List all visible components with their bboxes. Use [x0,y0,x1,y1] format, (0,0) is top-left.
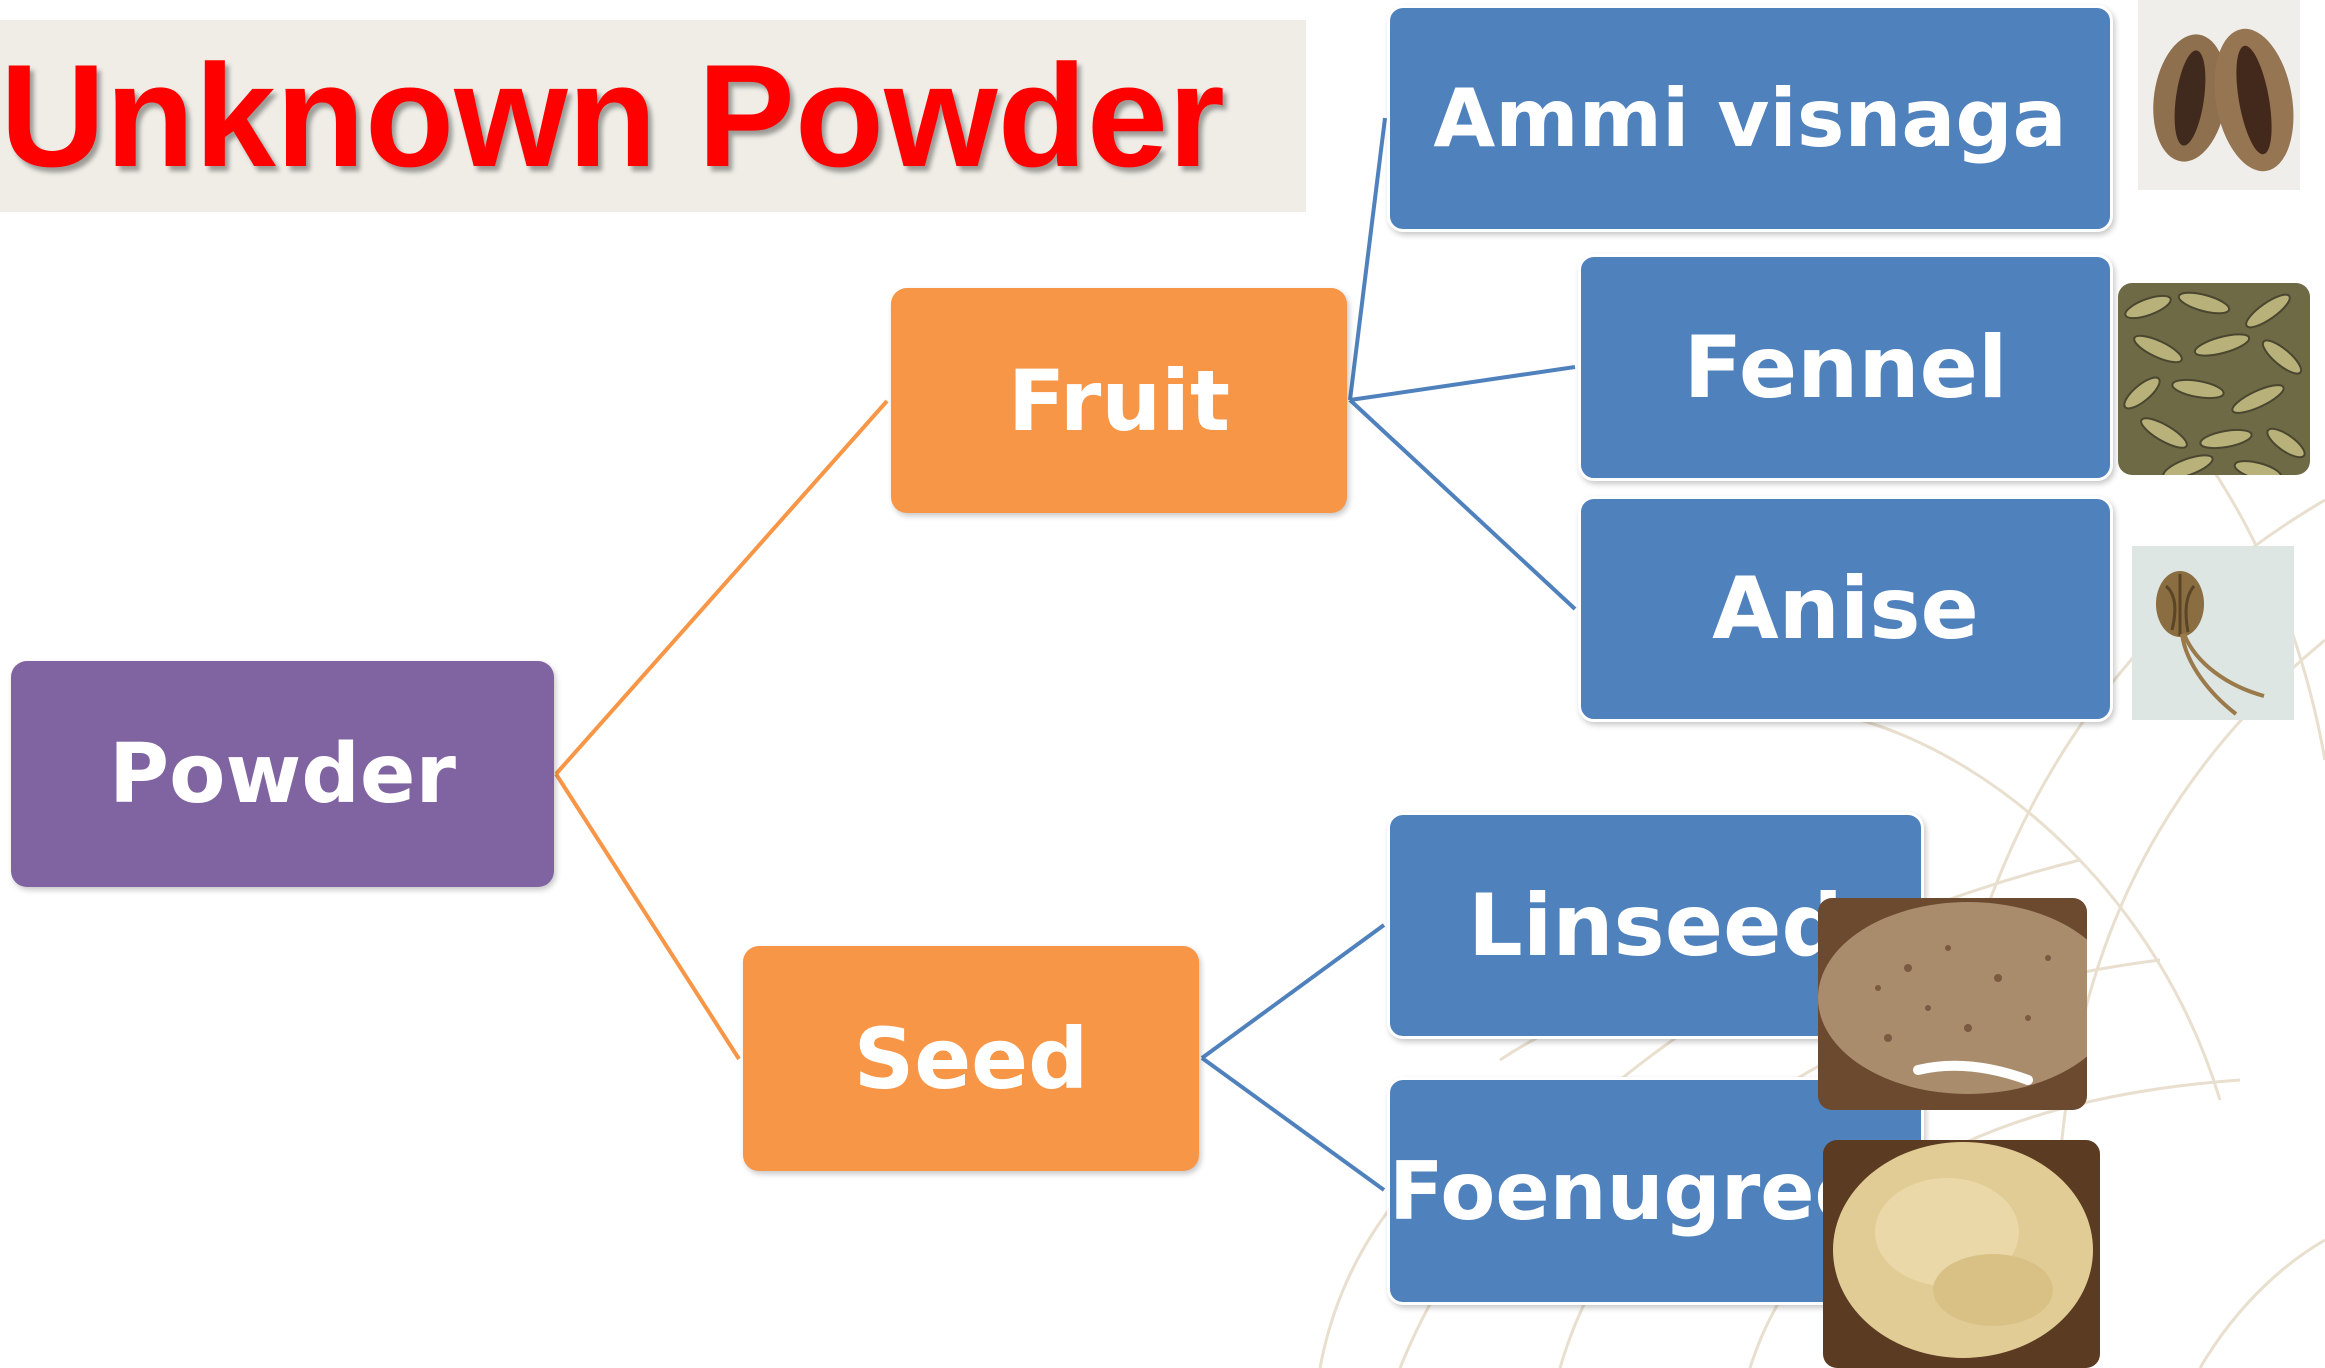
fennel-fruits-photo [2118,283,2310,475]
ammi-visnaga-fruit-photo [2138,0,2300,190]
ammi-visnaga-node: Ammi visnaga [1387,5,2113,232]
anise-node: Anise [1578,496,2113,722]
link-powder-fruit [554,399,889,776]
link-seed-foenugreek [1200,1056,1386,1192]
linseed-node: Linseed [1387,812,1924,1039]
powder-label: Powder [109,726,456,822]
fruit-node: Fruit [891,288,1347,513]
linseed-powder-photo [1818,898,2087,1110]
link-seed-linseed [1200,923,1386,1060]
slide-title: Unknown Powder [0,34,1225,197]
fruit-label: Fruit [1007,351,1231,450]
seed-node: Seed [743,946,1199,1171]
anise-fruit-photo [2132,546,2294,720]
fenugreek-powder-photo [1823,1140,2100,1368]
fennel-node: Fennel [1578,254,2113,481]
link-fruit-ammi [1348,117,1387,401]
anise-label: Anise [1712,559,1979,659]
linseed-label: Linseed [1468,875,1843,976]
fennel-label: Fennel [1683,317,2008,418]
ammi-visnaga-label: Ammi visnaga [1433,72,2067,165]
title-banner [0,20,1306,212]
link-fruit-anise [1348,398,1577,611]
link-powder-seed [554,772,741,1061]
link-fruit-fennel [1349,365,1576,402]
powder-node: Powder [11,661,554,887]
seed-label: Seed [853,1009,1089,1108]
